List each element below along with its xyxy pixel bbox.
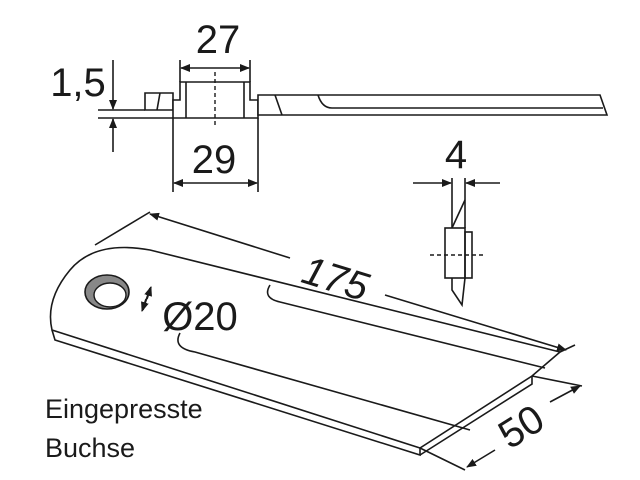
dim-1-5: 1,5 [50, 61, 106, 105]
dim-diameter-20: Ø20 [162, 295, 238, 339]
blade-view: Ø20 175 50 [49, 211, 583, 471]
dim-29: 29 [192, 138, 237, 182]
edge-view: 4 [413, 133, 500, 308]
side-view: 27 29 1,5 [50, 18, 609, 192]
dim-27: 27 [196, 18, 241, 62]
dim-50: 50 [491, 397, 552, 458]
dim-4: 4 [445, 133, 467, 177]
note-line-2: Buchse [45, 433, 135, 463]
note-line-1: Eingepresste [45, 394, 203, 424]
